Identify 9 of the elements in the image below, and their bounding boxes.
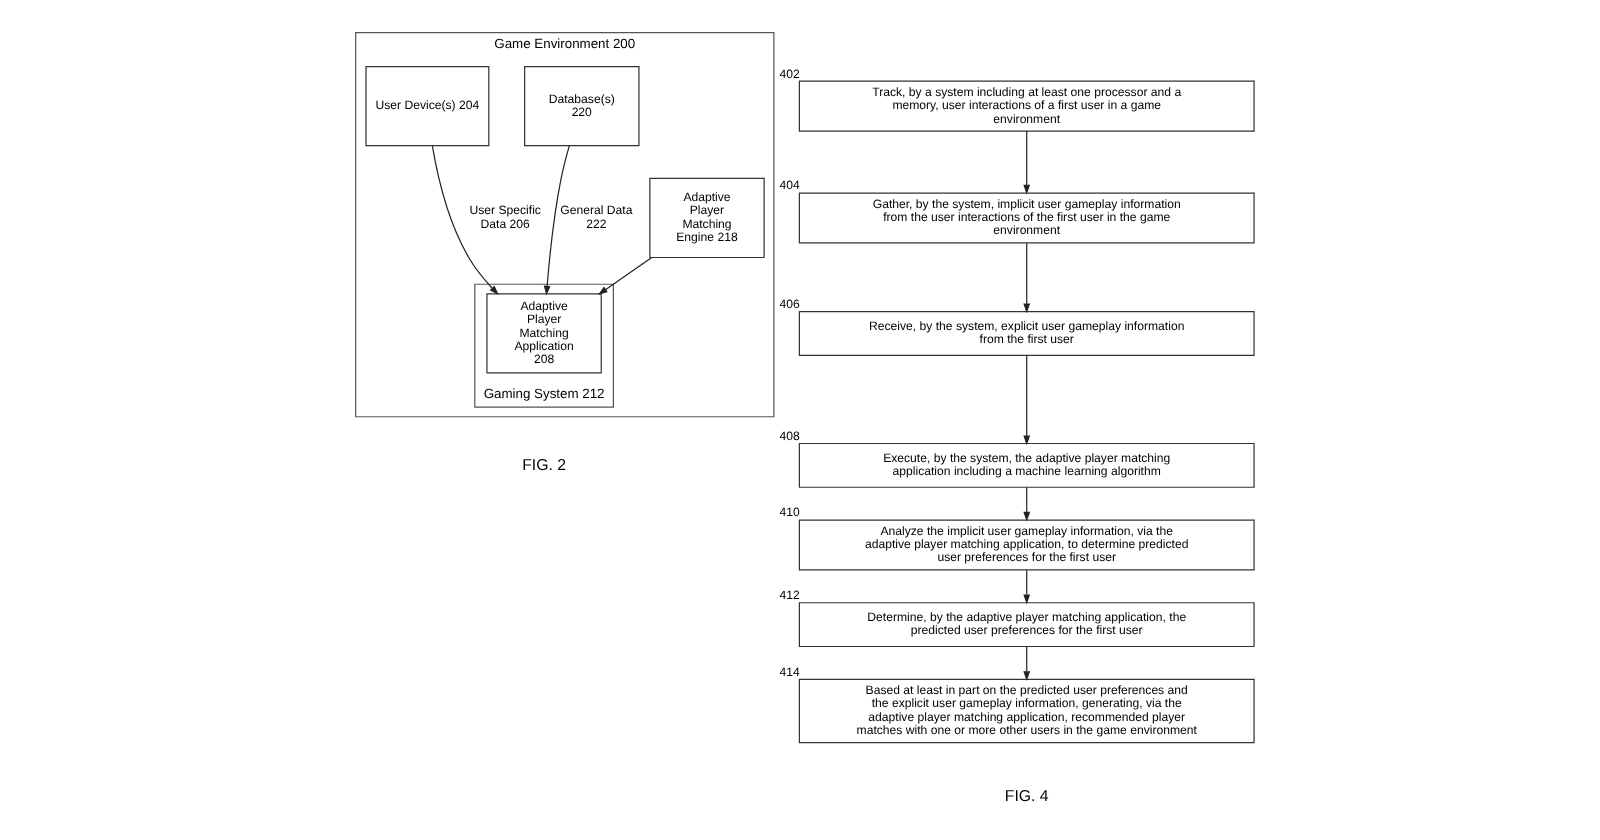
arrow xyxy=(543,144,570,295)
arrow xyxy=(1023,241,1031,313)
arrow xyxy=(1023,353,1031,445)
arrow xyxy=(1023,568,1031,604)
arrow xyxy=(597,256,652,294)
arrow xyxy=(1023,129,1031,194)
arrow xyxy=(1023,644,1031,680)
arrow xyxy=(431,144,499,294)
arrow xyxy=(1023,485,1031,521)
